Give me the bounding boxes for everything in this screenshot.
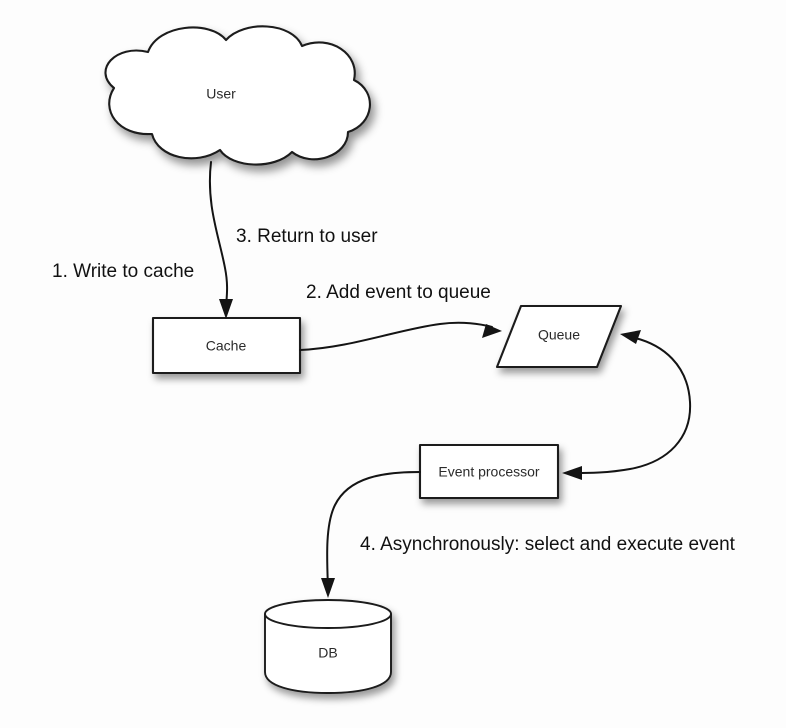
- node-label-event-processor: Event processor: [438, 464, 539, 480]
- node-label-db: DB: [318, 645, 337, 661]
- arrowhead-into-queue-right: [620, 330, 641, 344]
- node-user[interactable]: User: [104, 25, 371, 166]
- step-label-2: 2. Add event to queue: [306, 282, 491, 303]
- edge-event-processor-to-db: [321, 471, 421, 598]
- step-label-1: 1. Write to cache: [52, 261, 194, 282]
- node-db[interactable]: DB: [264, 599, 392, 694]
- arrowhead-into-event-processor: [562, 466, 582, 480]
- node-queue[interactable]: Queue: [495, 304, 623, 369]
- node-cache[interactable]: Cache: [151, 316, 302, 375]
- node-event-processor[interactable]: Event processor: [418, 443, 560, 500]
- node-label-user: User: [206, 86, 236, 102]
- edge-cache-to-queue: [299, 321, 502, 351]
- edge-queue-event-processor-loop: [562, 330, 692, 480]
- arrowhead-into-cache: [219, 299, 233, 319]
- arrowhead-into-queue: [482, 324, 502, 338]
- node-label-queue: Queue: [538, 327, 580, 343]
- node-label-cache: Cache: [206, 338, 247, 354]
- step-label-4: 4. Asynchronously: select and execute ev…: [360, 534, 736, 555]
- arrowhead-into-db: [321, 578, 335, 598]
- edge-user-to-cache: [208, 161, 233, 319]
- step-label-3: 3. Return to user: [236, 226, 378, 247]
